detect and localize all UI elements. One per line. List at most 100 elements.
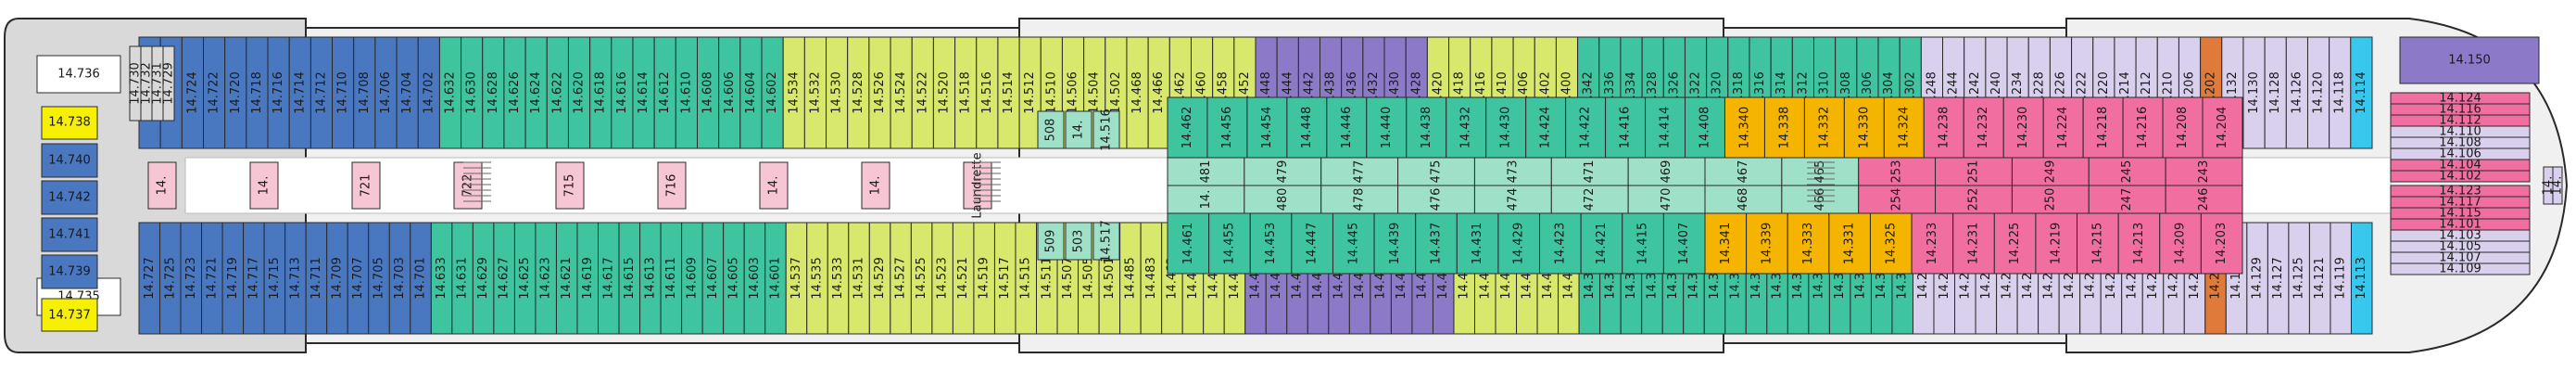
top-cabin-28-label: 14.604 [744, 71, 758, 114]
fwd-bow-small-1 [2552, 166, 2563, 205]
inner-top-cabin-0-cell [1167, 96, 1208, 159]
aft-blue-tile-3 [41, 254, 98, 289]
top-cabin-14-label: 14.632 [444, 71, 458, 114]
top-cabin-41-label: 14.512 [1023, 71, 1037, 114]
inner-bottom-cabin-4-cell [1332, 212, 1375, 275]
aft-suite-bottom [41, 298, 98, 332]
inner-top-cabin-5-label: 14.440 [1380, 107, 1394, 149]
inner-mid-top-cabin-0-label: 481 [1199, 160, 1213, 184]
bottom-cabin-18-label: 14.625 [518, 257, 532, 300]
fwd-bow-small-label-1: 14. [2551, 176, 2565, 196]
top-cabin-103-label: 14.114 [2355, 71, 2368, 114]
fwd-bottom-small-label-2: 14.115 [2439, 207, 2481, 221]
bottom-cabin-104-label: 14.121 [2313, 257, 2327, 300]
aft-top-block [36, 55, 121, 94]
aft-suite-bottom-label: 14.737 [48, 309, 91, 323]
inner-bottom-cabin-2-label: 14.453 [1264, 223, 1278, 265]
bottom-cabin-35-label: 14.529 [873, 257, 887, 300]
top-cabin-12-label: 14.704 [400, 71, 414, 114]
inner-mid-top-cabin-6-label: 469 [1660, 160, 1673, 184]
top-cabin-9-label: 14.710 [336, 71, 350, 114]
mid-small-top-1 [1065, 110, 1092, 149]
inner-bottom-cabin-7-label: 14.431 [1471, 223, 1484, 265]
inner-top-cabin-15-cell [1763, 96, 1805, 159]
inner-mid-bottom-cabin-1-label: 480 [1276, 188, 1290, 211]
bottom-cabin-29-label: 14.603 [748, 257, 762, 300]
fwd-top-small-label-6: 14.104 [2439, 159, 2481, 173]
fwd-bottom-small-label-7: 14.109 [2439, 262, 2481, 276]
top-cabin-103-cell [2350, 36, 2373, 149]
bottom-cabin-19-label: 14.623 [539, 257, 553, 300]
small-label-box-4 [555, 161, 585, 210]
top-cabin-99-label: 14.128 [2268, 71, 2282, 114]
inner-bottom-cabin-16-label: 14.331 [1843, 223, 1857, 265]
top-cabin-3-label: 14.722 [208, 71, 221, 114]
inner-bottom-cabin-9-label: 14.423 [1553, 223, 1567, 265]
aft-blue-tile-2 [41, 217, 98, 252]
fwd-top-small-label-4: 14.108 [2439, 136, 2481, 150]
bottom-cabin-2-label: 14.723 [184, 257, 198, 300]
aft-blue-tile-label-1: 14.742 [48, 191, 91, 205]
inner-top-cabin-23-label: 14.218 [2096, 107, 2110, 149]
bottom-cabin-7-label: 14.713 [288, 257, 302, 300]
inner-mid-bottom-cabin-10-label: 252 [1967, 188, 1981, 211]
inner-top-cabin-26-label: 14.204 [2216, 107, 2229, 149]
inner-mid-bottom-cabin-5-label: 472 [1583, 188, 1597, 211]
bottom-cabin-38-label: 14.523 [936, 257, 950, 300]
bottom-cabin-106-cell [2350, 222, 2373, 335]
inner-mid-bottom-cabin-9-cell [1858, 185, 1937, 214]
bottom-cabin-37-label: 14.525 [915, 257, 928, 300]
inner-mid-bottom-cabin-8-cell [1781, 185, 1860, 214]
fwd-bottom-small-7 [2390, 262, 2531, 275]
inner-top-cabin-22-label: 14.224 [2056, 107, 2070, 149]
top-cabin-46-label: 14.468 [1130, 71, 1144, 114]
inner-mid-top-cabin-12-cell [2088, 157, 2166, 186]
bottom-cabin-41-label: 14.517 [998, 257, 1012, 300]
top-cabin-5-label: 14.718 [250, 71, 264, 114]
bottom-cabin-14-label: 14.633 [435, 257, 448, 300]
inner-mid-bottom-cabin-0-label: 14. [1199, 190, 1213, 210]
inner-mid-bottom-cabin-12-label: 247 [2120, 188, 2134, 211]
top-cabin-22-label: 14.616 [615, 71, 629, 114]
inner-mid-bottom-cabin-3-label: 476 [1430, 188, 1444, 211]
bottom-cabin-20-label: 14.621 [560, 257, 574, 300]
bottom-cabin-43-label: 14.511 [1040, 257, 1054, 300]
small-label-box-5 [657, 161, 687, 210]
inner-bottom-cabin-8-cell [1497, 212, 1541, 275]
top-cabin-16-label: 14.628 [486, 71, 500, 114]
inner-top-cabin-13-cell [1685, 96, 1725, 159]
inner-top-cabin-15-label: 14.338 [1777, 107, 1791, 149]
inner-mid-top-cabin-1-label: 479 [1276, 160, 1290, 184]
top-cabin-6-label: 14.716 [271, 71, 285, 114]
fwd-suite-top [2399, 36, 2540, 84]
inner-bottom-cabin-20-cell [1993, 212, 2037, 275]
inner-top-cabin-5-cell [1366, 96, 1408, 159]
top-cabin-20-label: 14.620 [573, 71, 587, 114]
mid-small-bottom-label-0: 509 [1044, 230, 1058, 253]
bottom-cabin-32-label: 14.535 [811, 257, 825, 300]
inner-bottom-cabin-22-cell [2077, 212, 2119, 275]
top-cabin-25-label: 14.610 [679, 71, 693, 114]
bottom-cabin-3-label: 14.721 [205, 257, 219, 300]
inner-mid-bottom-cabin-2-label: 478 [1353, 188, 1367, 211]
bottom-cabin-9-label: 14.709 [330, 257, 344, 300]
inner-top-cabin-10-label: 14.422 [1579, 107, 1593, 149]
inner-bottom-cabin-21-label: 14.219 [2050, 223, 2064, 265]
bottom-cabin-12-label: 14.703 [393, 257, 407, 300]
inner-mid-bottom-cabin-7-cell [1704, 185, 1783, 214]
inner-mid-bottom-cabin-7-label: 468 [1736, 188, 1750, 211]
inner-top-cabin-24-label: 14.216 [2136, 107, 2150, 149]
inner-mid-top-cabin-5-cell [1550, 157, 1629, 186]
small-label-box-6 [759, 161, 789, 210]
bottom-cabin-24-label: 14.613 [643, 257, 657, 300]
bottom-cabin-27-label: 14.607 [706, 257, 720, 300]
inner-mid-bottom-cabin-9-label: 254 [1890, 188, 1904, 211]
top-cabin-44-label: 14.504 [1088, 71, 1102, 114]
top-cabin-4-label: 14.720 [229, 71, 243, 114]
inner-top-cabin-17-cell [1843, 96, 1885, 159]
bottom-cabin-10-label: 14.707 [351, 257, 365, 300]
small-label-1: 14. [258, 176, 271, 196]
top-cabin-10-label: 14.708 [358, 71, 372, 114]
bottom-cabin-8-label: 14.711 [309, 257, 323, 300]
